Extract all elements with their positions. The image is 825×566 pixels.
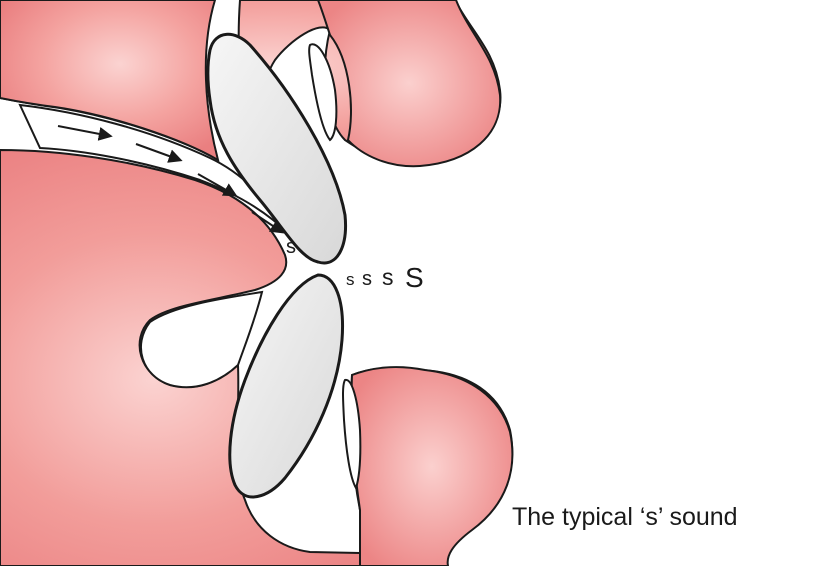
sound-label: s bbox=[286, 236, 296, 258]
sound-label: s bbox=[346, 270, 355, 289]
sound-label: S bbox=[405, 262, 424, 293]
figure-caption: The typical ‘s’ sound bbox=[512, 503, 738, 532]
sound-label: s bbox=[382, 264, 394, 290]
sound-label: s bbox=[362, 268, 372, 290]
lower-lip bbox=[351, 367, 512, 566]
